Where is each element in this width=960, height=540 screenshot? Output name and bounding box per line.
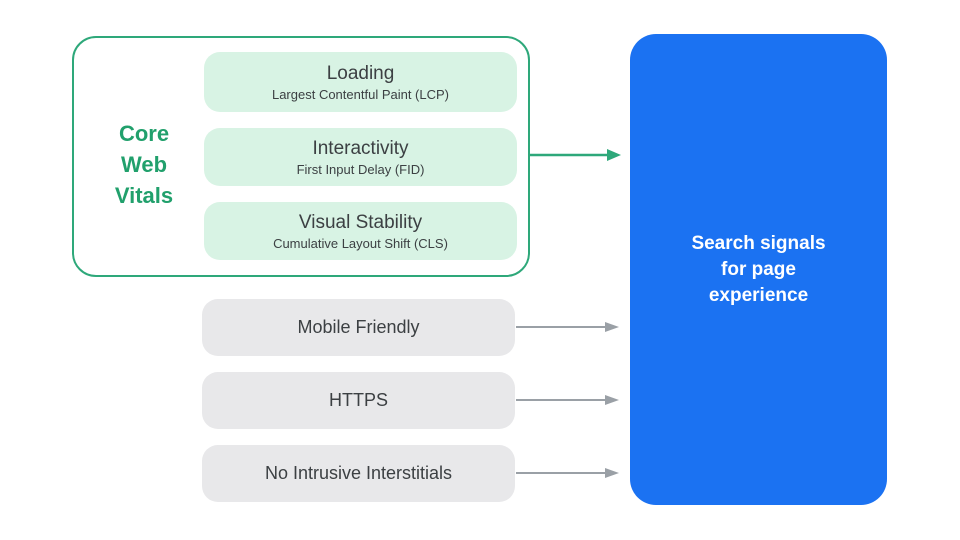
search-signals-label: Search signals for page experience <box>691 232 826 306</box>
signal-box-https: HTTPS <box>202 372 515 429</box>
signal-box-no-intrusive-interstitials: No Intrusive Interstitials <box>202 445 515 502</box>
signal-box-mobile-friendly: Mobile Friendly <box>202 299 515 356</box>
core-web-vitals-label: Core Web Vitals <box>114 121 174 208</box>
vital-title-visual-stability: Visual Stability <box>298 211 423 233</box>
vital-title-interactivity: Interactivity <box>312 137 409 159</box>
signal-label-https: HTTPS <box>328 390 388 410</box>
vital-subtitle-lcp: Largest Contentful Paint (LCP) <box>271 86 450 102</box>
https-arrow-right-icon <box>516 395 619 405</box>
search-signals-box: Search signals for page experience <box>630 34 887 505</box>
core-web-vitals-group: Core Web Vitals Loading Largest Contentf… <box>72 36 530 277</box>
vital-card-loading: Loading Largest Contentful Paint (LCP) <box>204 52 517 112</box>
vital-subtitle-fid: First Input Delay (FID) <box>296 161 425 177</box>
signal-label-no-intrusive-interstitials: No Intrusive Interstitials <box>264 463 453 483</box>
vital-card-visual-stability: Visual Stability Cumulative Layout Shift… <box>204 202 517 260</box>
mobile-friendly-arrow-right-icon <box>516 322 619 332</box>
core-web-vitals-arrow-right-icon <box>530 149 621 161</box>
signal-label-mobile-friendly: Mobile Friendly <box>297 317 420 337</box>
vital-subtitle-cls: Cumulative Layout Shift (CLS) <box>273 235 448 251</box>
no-intrusive-interstitials-arrow-right-icon <box>516 468 619 478</box>
vital-title-loading: Loading <box>326 62 395 84</box>
vital-card-interactivity: Interactivity First Input Delay (FID) <box>204 128 517 186</box>
